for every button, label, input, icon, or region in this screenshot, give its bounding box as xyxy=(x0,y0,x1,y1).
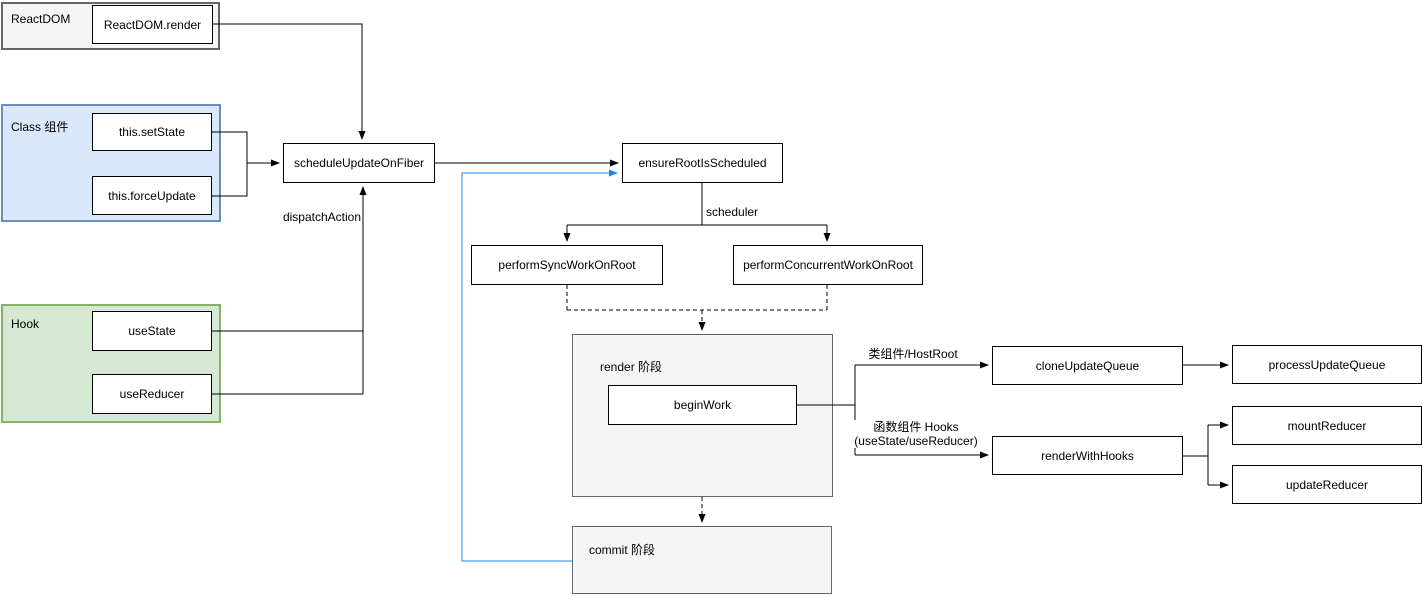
node-performsyncworkonroot: performSyncWorkOnRoot xyxy=(471,245,663,285)
node-cloneupdatequeue: cloneUpdateQueue xyxy=(992,346,1183,385)
edge-label-function-hooks: 函数组件 Hooks (useState/useReducer) xyxy=(849,420,983,448)
edge-label-dispatchaction: dispatchAction xyxy=(280,210,361,224)
node-mountreducer: mountReducer xyxy=(1232,406,1422,445)
node-renderwithhooks: renderWithHooks xyxy=(992,436,1183,475)
edge-label-function-hooks-line2: (useState/useReducer) xyxy=(854,434,978,448)
group-commit-phase-label: commit 阶段 xyxy=(589,543,656,557)
edge-reactdomrender-to-scheduleupdateonfiber xyxy=(213,23,366,140)
group-class-component-label: Class 组件 xyxy=(11,120,69,134)
node-usestate: useState xyxy=(92,311,212,351)
edge-hooks-merge xyxy=(212,330,364,395)
group-reactdom-label: ReactDOM xyxy=(11,12,71,26)
edge-scheduler-split xyxy=(567,183,827,226)
node-usereducer: useReducer xyxy=(92,374,212,414)
edge-label-class-hostroot: 类组件/HostRoot xyxy=(855,347,971,361)
node-scheduleupdateonfiber: scheduleUpdateOnFiber xyxy=(283,143,435,183)
edge-renderwithhooks-split xyxy=(1183,425,1209,485)
node-performconcurrentworkonroot: performConcurrentWorkOnRoot xyxy=(733,245,923,285)
node-reactdom-render: ReactDOM.render xyxy=(92,5,213,44)
node-this-forceupdate: this.forceUpdate xyxy=(92,176,212,215)
edge-label-scheduler: scheduler xyxy=(706,205,759,219)
group-render-phase-label: render 阶段 xyxy=(600,360,663,374)
group-hook-label: Hook xyxy=(11,317,40,331)
node-updatereducer: updateReducer xyxy=(1232,465,1422,504)
group-commit-phase: commit 阶段 xyxy=(572,526,832,594)
node-this-setstate: this.setState xyxy=(92,113,212,151)
node-processupdatequeue: processUpdateQueue xyxy=(1232,345,1422,384)
edge-perform-merge-dashed xyxy=(566,285,828,311)
node-beginwork: beginWork xyxy=(608,385,797,425)
node-ensurerootisscheduled: ensureRootIsScheduled xyxy=(622,143,783,183)
edge-label-function-hooks-line1: 函数组件 Hooks xyxy=(873,420,959,434)
